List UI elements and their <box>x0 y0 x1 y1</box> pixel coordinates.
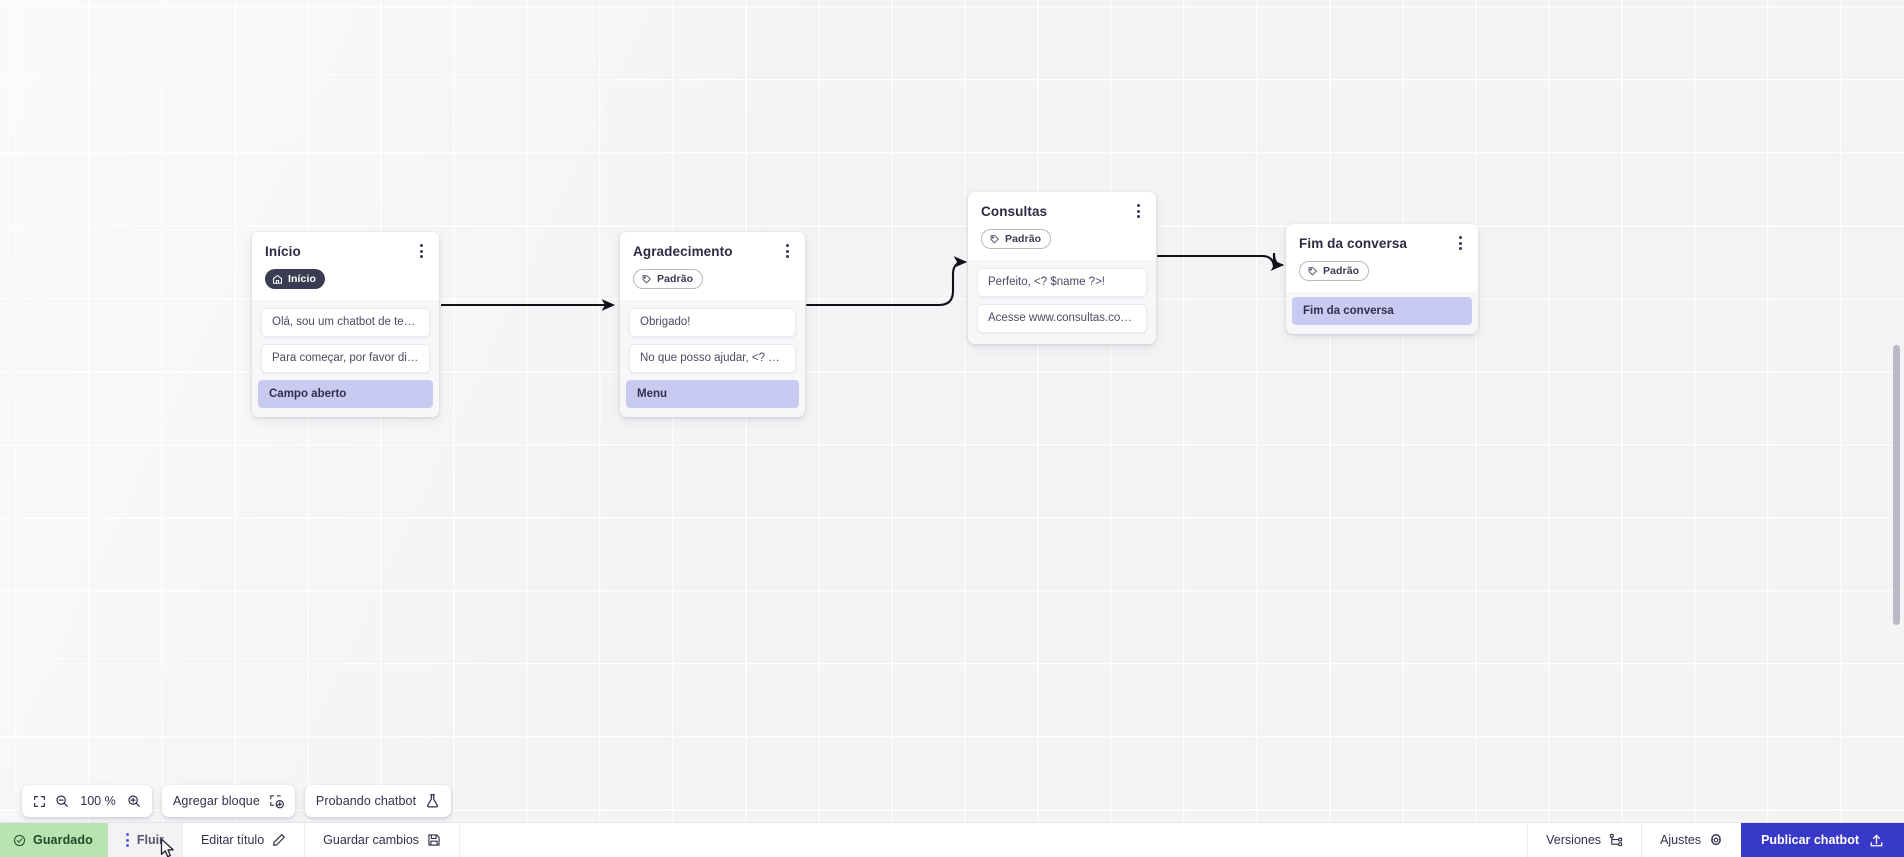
node-badge-label: Padrão <box>1323 265 1360 277</box>
flow-node-agradecimento[interactable]: Agradecimento Padrão Obrigado! No que po… <box>620 232 805 417</box>
node-badge-row: Início <box>252 260 439 300</box>
node-action-chip[interactable]: Menu <box>626 379 799 408</box>
publish-chatbot-button[interactable]: Publicar chatbot <box>1741 823 1904 857</box>
node-action-chip[interactable]: Fim da conversa <box>1292 296 1472 325</box>
node-menu-button[interactable] <box>778 241 796 261</box>
node-badge-row: Padrão <box>968 220 1156 260</box>
node-badge-start[interactable]: Início <box>265 269 326 289</box>
add-block-icon <box>269 794 284 809</box>
canvas-toolbar: 100 % Agregar bloque <box>22 785 452 817</box>
tag-icon <box>990 234 999 243</box>
fit-screen-icon[interactable] <box>33 795 46 808</box>
node-badge-default[interactable]: Padrão <box>1299 261 1370 281</box>
tab-fluir[interactable]: Fluir <box>107 823 183 857</box>
gear-icon <box>1709 833 1723 847</box>
statusbar-right-group: Versiones Ajustes <box>1527 823 1904 857</box>
node-badge-default[interactable]: Padrão <box>633 269 704 289</box>
pencil-icon <box>272 833 286 847</box>
tag-icon <box>1308 266 1317 275</box>
kebab-icon[interactable] <box>125 833 129 847</box>
test-chatbot-button[interactable]: Probando chatbot <box>304 785 452 817</box>
node-action-chip[interactable]: Campo aberto <box>258 379 433 408</box>
test-chatbot-label: Probando chatbot <box>315 794 417 808</box>
edge-consultas-fim <box>1156 252 1285 271</box>
edge-agradecimento-consultas <box>805 256 968 307</box>
tab-fluir-label: Fluir <box>136 833 164 847</box>
save-changes-button[interactable]: Guardar cambios <box>305 823 461 857</box>
upload-icon <box>1869 833 1884 848</box>
settings-label: Ajustes <box>1660 833 1702 847</box>
node-title: Agradecimento <box>633 244 733 259</box>
status-badge-saved: Guardado <box>0 823 108 857</box>
node-badge-label: Padrão <box>657 273 694 285</box>
node-message[interactable]: Obrigado! <box>629 307 796 337</box>
node-header: Fim da conversa <box>1286 224 1478 252</box>
node-body: Obrigado! No que posso ajudar, <? $name … <box>620 299 805 417</box>
versions-button[interactable]: Versiones <box>1527 823 1641 857</box>
node-badge-row: Padrão <box>1286 252 1478 292</box>
node-menu-button[interactable] <box>1451 233 1469 253</box>
flow-canvas[interactable]: Início Início Olá, sou um chatbot de tes… <box>0 0 1904 822</box>
node-message[interactable]: No que posso ajudar, <? $name ... <box>629 343 796 373</box>
zoom-out-icon[interactable] <box>55 794 69 808</box>
bottom-status-bar: Guardado Fluir Editar título Guardar cam… <box>0 822 1904 857</box>
node-body: Perfeito, <? $name ?>! Acesse www.consul… <box>968 259 1156 344</box>
node-menu-button[interactable] <box>1129 201 1147 221</box>
branch-icon <box>1609 833 1623 847</box>
add-block-label: Agregar bloque <box>173 794 260 808</box>
node-body: Fim da conversa <box>1286 291 1478 334</box>
node-header: Consultas <box>968 192 1156 220</box>
node-header: Início <box>252 232 439 260</box>
node-title: Consultas <box>981 204 1048 219</box>
save-disk-icon <box>427 833 441 847</box>
node-message[interactable]: Olá, sou um chatbot de teste! <box>261 307 430 337</box>
home-icon <box>272 274 283 284</box>
node-message[interactable]: Para começar, por favor digite o ... <box>261 343 430 373</box>
node-message[interactable]: Acesse www.consultas.com par... <box>977 303 1147 333</box>
node-title: Início <box>265 244 301 259</box>
zoom-controls-group: 100 % <box>22 785 152 817</box>
zoom-in-icon[interactable] <box>127 794 141 808</box>
zoom-level-value: 100 % <box>80 794 116 808</box>
node-badge-row: Padrão <box>620 260 805 300</box>
node-message[interactable]: Perfeito, <? $name ?>! <box>977 267 1147 297</box>
check-circle-icon <box>13 834 26 847</box>
settings-button[interactable]: Ajustes <box>1641 823 1741 857</box>
versions-label: Versiones <box>1546 833 1602 847</box>
edit-title-label: Editar título <box>200 833 265 847</box>
node-title: Fim da conversa <box>1299 236 1408 251</box>
node-body: Olá, sou um chatbot de teste! Para começ… <box>252 299 439 417</box>
flow-node-inicio[interactable]: Início Início Olá, sou um chatbot de tes… <box>252 232 439 417</box>
flow-node-fim-da-conversa[interactable]: Fim da conversa Padrão Fim da conversa <box>1286 224 1478 334</box>
add-block-button[interactable]: Agregar bloque <box>162 785 295 817</box>
flow-node-consultas[interactable]: Consultas Padrão Perfeito, <? $name ?>! … <box>968 192 1156 344</box>
node-menu-button[interactable] <box>412 241 430 261</box>
node-header: Agradecimento <box>620 232 805 260</box>
tag-icon <box>642 274 651 283</box>
node-badge-default[interactable]: Padrão <box>981 229 1052 249</box>
saved-label: Guardado <box>33 833 93 847</box>
save-changes-label: Guardar cambios <box>323 833 420 847</box>
node-badge-label: Padrão <box>1005 233 1042 245</box>
node-badge-label: Início <box>288 273 317 285</box>
flask-icon <box>425 793 440 809</box>
vertical-scrollbar[interactable] <box>1893 345 1900 625</box>
edit-title-button[interactable]: Editar título <box>183 823 306 857</box>
publish-label: Publicar chatbot <box>1761 833 1859 847</box>
